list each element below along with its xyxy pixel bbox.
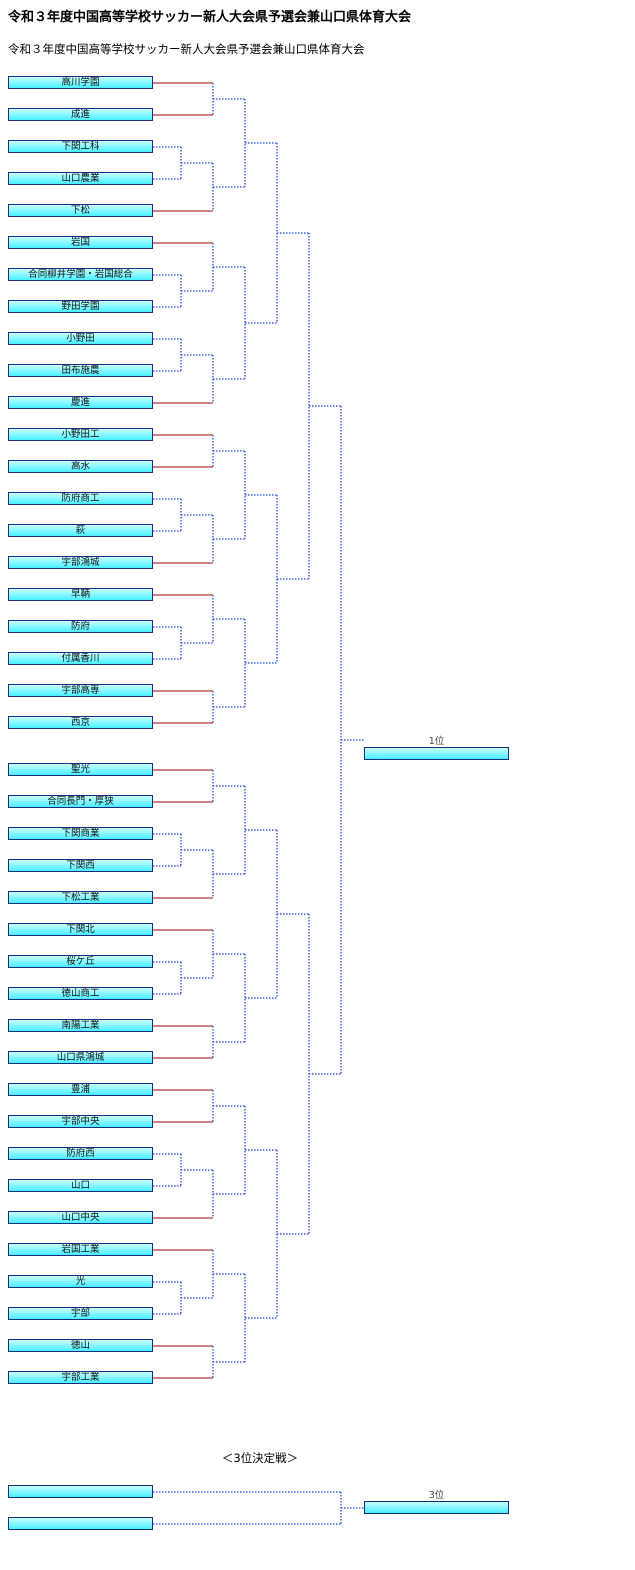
team-box[interactable]: 岩国 <box>8 236 153 249</box>
team-box[interactable]: 成進 <box>8 108 153 121</box>
final-label: 1位 <box>428 736 445 747</box>
third-place-entrant-1[interactable] <box>8 1485 153 1498</box>
team-box[interactable]: 下関商業 <box>8 827 153 840</box>
team-box[interactable]: 徳山商工 <box>8 987 153 1000</box>
team-box[interactable]: 下松 <box>8 204 153 217</box>
team-box[interactable]: 宇部 <box>8 1307 153 1320</box>
team-box[interactable]: 付属香川 <box>8 652 153 665</box>
team-box[interactable]: 早鞆 <box>8 588 153 601</box>
team-box[interactable]: 下関北 <box>8 923 153 936</box>
team-box[interactable]: 野田学園 <box>8 300 153 313</box>
third-place-entrant-2[interactable] <box>8 1517 153 1530</box>
team-box[interactable]: 防府 <box>8 620 153 633</box>
third-place-winner-box <box>364 1501 509 1514</box>
team-box[interactable]: 田布施農 <box>8 364 153 377</box>
team-box[interactable]: 萩 <box>8 524 153 537</box>
team-box[interactable]: 桜ケ丘 <box>8 955 153 968</box>
team-box[interactable]: 宇部工業 <box>8 1371 153 1384</box>
page-subtitle: 令和３年度中国高等学校サッカー新人大会県予選会兼山口県体育大会 <box>8 42 365 56</box>
team-box[interactable]: 聖光 <box>8 763 153 776</box>
team-box[interactable]: 山口中央 <box>8 1211 153 1224</box>
team-box[interactable]: 宇部高専 <box>8 684 153 697</box>
team-box[interactable]: 合同長門・厚狭 <box>8 795 153 808</box>
team-box[interactable]: 小野田工 <box>8 428 153 441</box>
team-box[interactable]: 宇部中央 <box>8 1115 153 1128</box>
team-box[interactable]: 下関西 <box>8 859 153 872</box>
team-box[interactable]: 宇部鴻城 <box>8 556 153 569</box>
team-box[interactable]: 小野田 <box>8 332 153 345</box>
team-box[interactable]: 光 <box>8 1275 153 1288</box>
third-place-label: 3位 <box>428 1490 445 1501</box>
team-box[interactable]: 西京 <box>8 716 153 729</box>
page-title: 令和３年度中国高等学校サッカー新人大会県予選会兼山口県体育大会 <box>8 10 412 25</box>
team-box[interactable]: 山口農業 <box>8 172 153 185</box>
team-box[interactable]: 防府商工 <box>8 492 153 505</box>
team-box[interactable]: 下関工科 <box>8 140 153 153</box>
third-place-heading: ＜3位決定戦＞ <box>221 1451 299 1465</box>
team-box[interactable]: 岩国工業 <box>8 1243 153 1256</box>
team-box[interactable]: 高水 <box>8 460 153 473</box>
team-box[interactable]: 山口県鴻城 <box>8 1051 153 1064</box>
team-box[interactable]: 合同柳井学園・岩国総合 <box>8 268 153 281</box>
team-box[interactable]: 山口 <box>8 1179 153 1192</box>
team-box[interactable]: 下松工業 <box>8 891 153 904</box>
team-box[interactable]: 南陽工業 <box>8 1019 153 1032</box>
team-box[interactable]: 防府西 <box>8 1147 153 1160</box>
team-box[interactable]: 豊浦 <box>8 1083 153 1096</box>
team-box[interactable]: 高川学園 <box>8 76 153 89</box>
team-box[interactable]: 徳山 <box>8 1339 153 1352</box>
team-box[interactable]: 慶進 <box>8 396 153 409</box>
final-winner-box <box>364 747 509 760</box>
